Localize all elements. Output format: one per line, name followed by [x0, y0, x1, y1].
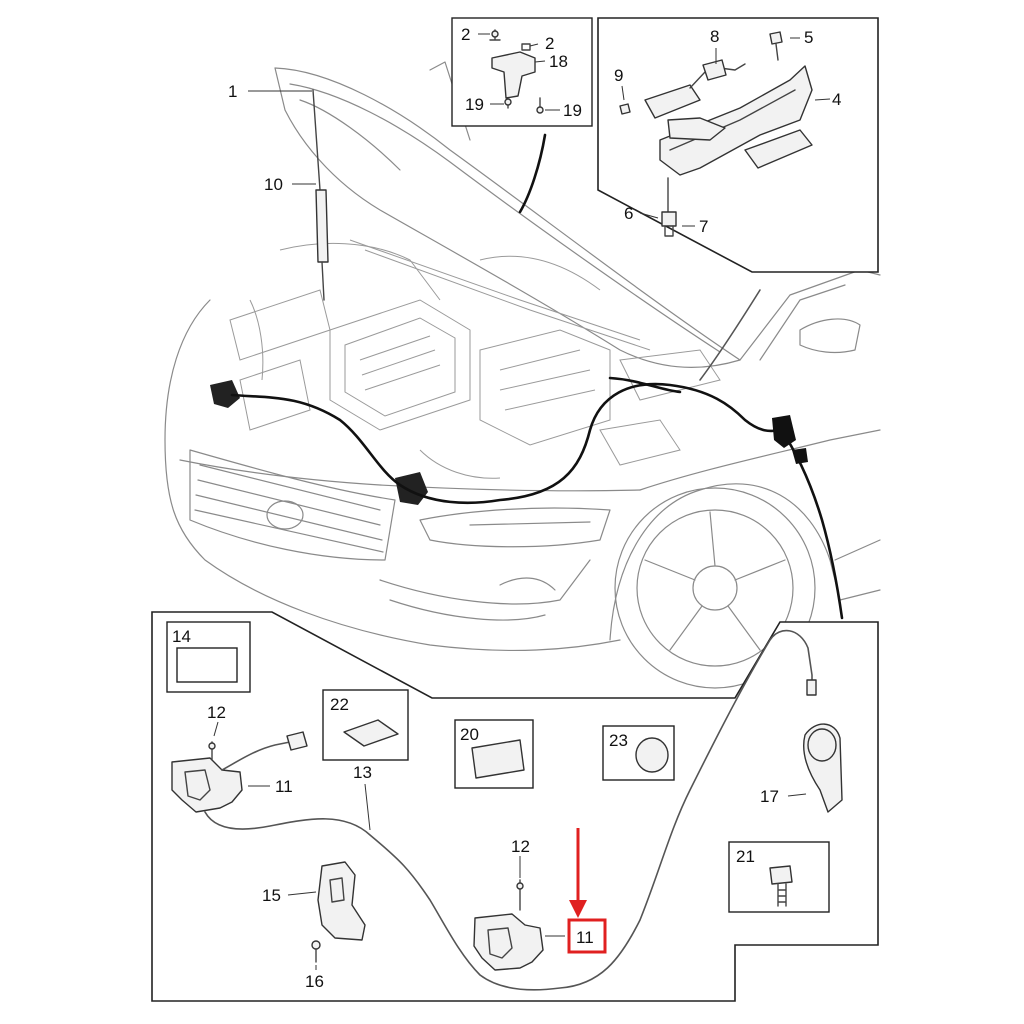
bottom-parts-panel	[151, 611, 879, 1002]
callout-11b: 11	[576, 928, 594, 947]
highlight-arrowhead	[569, 900, 587, 918]
release-cable	[230, 133, 844, 620]
callout-22: 22	[330, 695, 349, 714]
callout-8: 8	[710, 27, 719, 46]
callout-12a: 12	[207, 703, 226, 722]
callout-labels: 1 10 2 2 18 19 19 8 5 9 4 6 7 14 22 20 2…	[172, 25, 841, 991]
callout-23: 23	[609, 731, 628, 750]
callout-2b: 2	[545, 34, 554, 53]
callout-4: 4	[832, 90, 841, 109]
callout-19b: 19	[563, 101, 582, 120]
inset-hood-bracket	[451, 17, 593, 127]
callout-7: 7	[699, 217, 708, 236]
car-front-illustration	[164, 61, 881, 689]
callout-19a: 19	[465, 95, 484, 114]
callout-9: 9	[614, 66, 623, 85]
callout-13: 13	[353, 763, 372, 782]
callout-16: 16	[305, 972, 324, 991]
callout-6: 6	[624, 204, 633, 223]
callout-20: 20	[460, 725, 479, 744]
callout-15: 15	[262, 886, 281, 905]
callout-21: 21	[736, 847, 755, 866]
callout-18: 18	[549, 52, 568, 71]
callout-10: 10	[264, 175, 283, 194]
callout-14: 14	[172, 627, 191, 646]
callout-2a: 2	[461, 25, 470, 44]
callout-11a: 11	[275, 777, 293, 796]
callout-12b: 12	[511, 837, 530, 856]
callout-1: 1	[228, 82, 237, 101]
callout-5: 5	[804, 28, 813, 47]
callout-17: 17	[760, 787, 779, 806]
highlight-box	[567, 918, 607, 954]
inset-hood-hinge	[597, 17, 879, 273]
